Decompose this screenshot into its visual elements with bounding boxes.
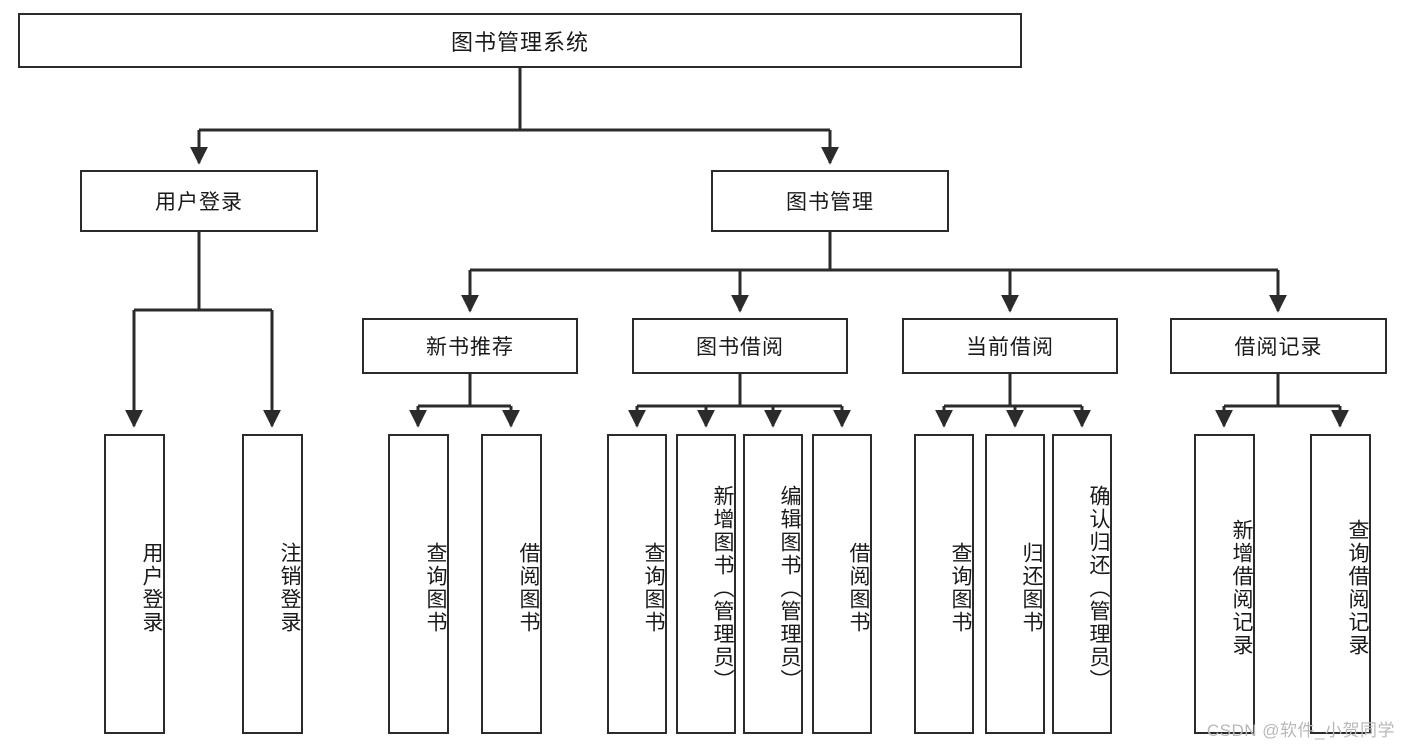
node-new-book-recommend[interactable]: 新书推荐 — [362, 318, 578, 374]
node-label: 借阅记录 — [1234, 336, 1323, 359]
node-user-login[interactable]: 用户登录 — [80, 170, 318, 232]
node-label: 新增图书（管理员） — [711, 484, 734, 692]
node-label: 用户登录 — [155, 191, 243, 214]
node-label: 当前借阅 — [966, 336, 1054, 359]
node-label: 新增借阅记录 — [1230, 519, 1253, 657]
node-label: 查询图书 — [642, 542, 665, 634]
node-label: 查询图书 — [949, 542, 972, 634]
node-borrow-record[interactable]: 借阅记录 — [1170, 318, 1387, 374]
node-label: 注销登录 — [278, 542, 301, 634]
leaf-record-query-record[interactable]: 查询借阅记录 — [1310, 434, 1371, 734]
node-label: 查询借阅记录 — [1346, 519, 1369, 657]
leaf-recommend-query-book[interactable]: 查询图书 — [388, 434, 449, 734]
node-label: 借阅图书 — [517, 542, 540, 634]
node-label: 查询图书 — [424, 542, 447, 634]
node-label: 图书借阅 — [696, 336, 784, 359]
leaf-borrow-query-book[interactable]: 查询图书 — [607, 434, 667, 734]
leaf-user-login-logout[interactable]: 注销登录 — [242, 434, 303, 734]
node-label: 用户登录 — [140, 542, 163, 634]
node-label: 编辑图书（管理员） — [778, 484, 801, 692]
node-label: 归还图书 — [1020, 542, 1043, 634]
node-label: 图书管理 — [786, 191, 874, 214]
node-label: 借阅图书 — [847, 542, 870, 634]
leaf-recommend-borrow-book[interactable]: 借阅图书 — [481, 434, 542, 734]
leaf-borrow-add-book-admin[interactable]: 新增图书（管理员） — [676, 434, 736, 734]
node-current-borrow[interactable]: 当前借阅 — [902, 318, 1118, 374]
node-label: 图书管理系统 — [450, 29, 589, 55]
node-label: 确认归还（管理员） — [1087, 484, 1110, 692]
node-book-management[interactable]: 图书管理 — [711, 170, 949, 232]
node-label: 新书推荐 — [426, 336, 514, 359]
leaf-borrow-borrow-book[interactable]: 借阅图书 — [812, 434, 872, 734]
leaf-record-add-record[interactable]: 新增借阅记录 — [1194, 434, 1255, 734]
leaf-user-login-login[interactable]: 用户登录 — [104, 434, 165, 734]
leaf-borrow-edit-book-admin[interactable]: 编辑图书（管理员） — [743, 434, 803, 734]
leaf-current-confirm-return-admin[interactable]: 确认归还（管理员） — [1052, 434, 1112, 734]
node-book-borrow[interactable]: 图书借阅 — [632, 318, 848, 374]
watermark-text: CSDN @软件_小贺同学 — [1206, 721, 1395, 740]
leaf-current-query-book[interactable]: 查询图书 — [914, 434, 974, 734]
leaf-current-return-book[interactable]: 归还图书 — [985, 434, 1045, 734]
node-root-system[interactable]: 图书管理系统 — [18, 13, 1022, 68]
